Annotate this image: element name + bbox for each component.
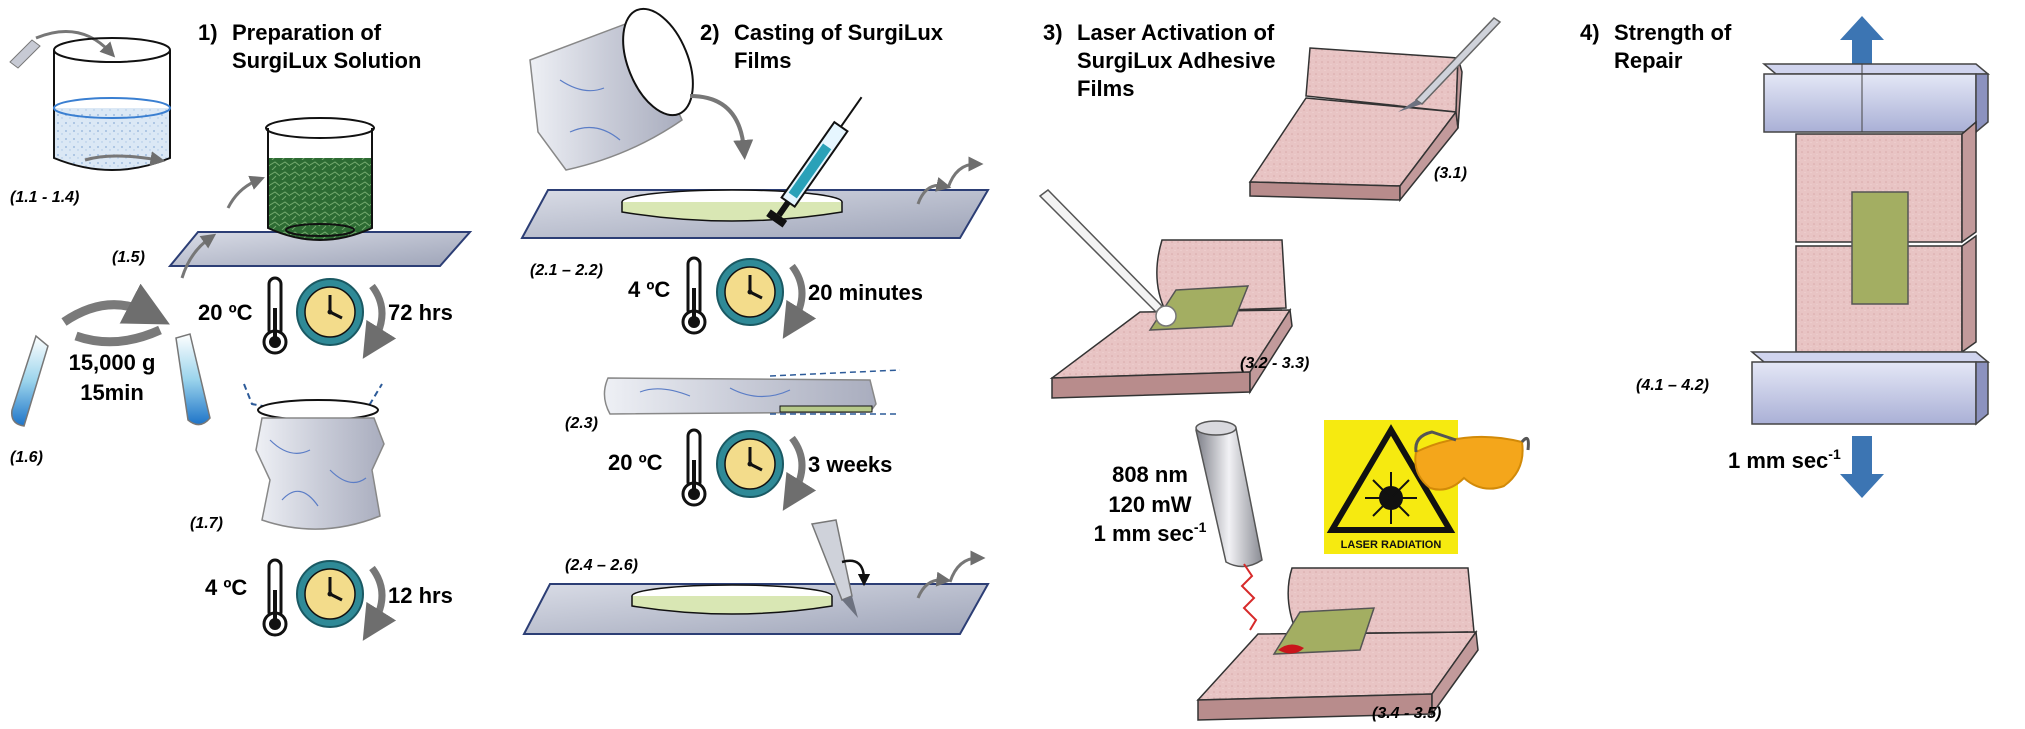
section-2-title: 2) Casting of SurgiLux Films [700,20,944,73]
syringe-icon [766,96,863,228]
curved-arrow-icon [362,283,397,359]
duration-label: 3 weeks [808,452,892,477]
stir-plate-glass [167,175,473,279]
section-4-title: 4) Strength of Repair [1580,20,1732,73]
svg-text:4): 4) [1580,20,1600,45]
beaker-solution-icon [53,37,171,171]
thermometer-icon [262,276,288,355]
laser-warning-text: LASER RADIATION [1341,539,1442,551]
cotton-swab-icon [1038,189,1177,327]
pull-speed-label: 1 mm sec-1 [1728,446,1841,473]
step-label-2-1: (2.1 – 2.2) [530,262,603,279]
svg-text:Strength of: Strength of [1614,20,1732,45]
clock-icon [296,560,364,628]
arrow-down-icon [1840,436,1884,498]
wavelength-label: 808 nm [1112,462,1188,487]
foil-wrapped-beaker-icon [243,383,385,530]
pipette-icon [9,30,116,69]
duration-label: 12 hrs [388,583,453,608]
step-label-2-4: (2.4 – 2.6) [565,557,638,574]
tissue-block-3-4 [1196,567,1479,721]
duration-label: 72 hrs [388,300,453,325]
svg-text:SurgiLux Adhesive: SurgiLux Adhesive [1077,48,1275,73]
clock-icon [296,278,364,346]
svg-text:SurgiLux Solution: SurgiLux Solution [232,48,421,73]
svg-text:Repair: Repair [1614,48,1683,73]
svg-text:2): 2) [700,20,720,45]
pouring-foil-beaker-icon [529,7,754,171]
svg-text:Preparation of: Preparation of [232,20,382,45]
tissue-specimen [1795,120,1977,354]
svg-text:Casting of SurgiLux: Casting of SurgiLux [734,20,944,45]
power-label: 120 mW [1108,492,1191,517]
clock-icon [716,430,784,498]
top-grip-plate [1761,63,1991,134]
curved-arrow-icon [782,435,817,511]
laser-probe-icon [1195,420,1263,631]
section-1-title: 1) Preparation of SurgiLux Solution [198,20,421,73]
step-label-2-3: (2.3) [565,415,598,432]
beaker-green-solution-icon [265,117,375,241]
bottom-grip-plate [1749,351,1991,426]
step-label-4-1: (4.1 – 4.2) [1636,377,1709,394]
step-label-3-2: (3.2 - 3.3) [1240,355,1309,372]
svg-text:1): 1) [198,20,218,45]
step-label-1-5: (1.5) [112,249,145,266]
scalpel-icon [810,519,871,618]
condition-4: 20 ºC 3 weeks [608,428,892,511]
curved-arrow-icon [782,263,817,339]
tissue-block-3-2 [1049,239,1293,399]
temperature-label: 20 ºC [608,450,663,475]
temperature-label: 4 ºC [628,277,670,302]
step-label-3-4: (3.4 - 3.5) [1372,705,1441,722]
temperature-label: 4 ºC [205,575,247,600]
step-label-1-6: (1.6) [10,449,43,466]
section-3-title: 3) Laser Activation of SurgiLux Adhesive… [1043,20,1275,101]
step-label-1-1: (1.1 - 1.4) [10,189,79,206]
condition-2: 4 ºC 12 hrs [205,558,453,641]
tissue-block-3-1 [1248,47,1463,203]
centrifuge-time-label: 15min [80,380,144,405]
svg-text:Laser Activation of: Laser Activation of [1077,20,1275,45]
scan-speed-label: 1 mm sec-1 [1094,519,1207,546]
condition-1: 20 ºC 72 hrs [198,276,453,359]
step-label-1-7: (1.7) [190,515,223,532]
centrifuge-force-label: 15,000 g [69,350,156,375]
condition-3: 4 ºC 20 minutes [628,256,923,339]
centrifuge-icon: 15,000 g 15min [11,283,211,427]
petri-dish-film-icon [621,189,843,222]
svg-text:Films: Films [734,48,791,73]
cutting-glass-plate [522,550,990,635]
temperature-label: 20 ºC [198,300,253,325]
thermometer-icon [262,558,288,637]
svg-text:3): 3) [1043,20,1063,45]
safety-goggles-icon [1414,430,1530,491]
curved-arrow-icon [362,565,397,641]
thermometer-icon [681,256,707,335]
tensile-tester [1749,16,1991,498]
svg-text:Films: Films [1077,76,1134,101]
laser-parameters: 808 nm 120 mW 1 mm sec-1 [1094,462,1207,546]
arrow-up-icon [1840,16,1884,66]
clock-icon [716,258,784,326]
foil-wrapped-dish-icon [603,369,901,415]
step-label-3-1: (3.1) [1434,165,1467,182]
duration-label: 20 minutes [808,280,923,305]
scalpel-icon [1398,17,1502,112]
thermometer-icon [681,428,707,507]
